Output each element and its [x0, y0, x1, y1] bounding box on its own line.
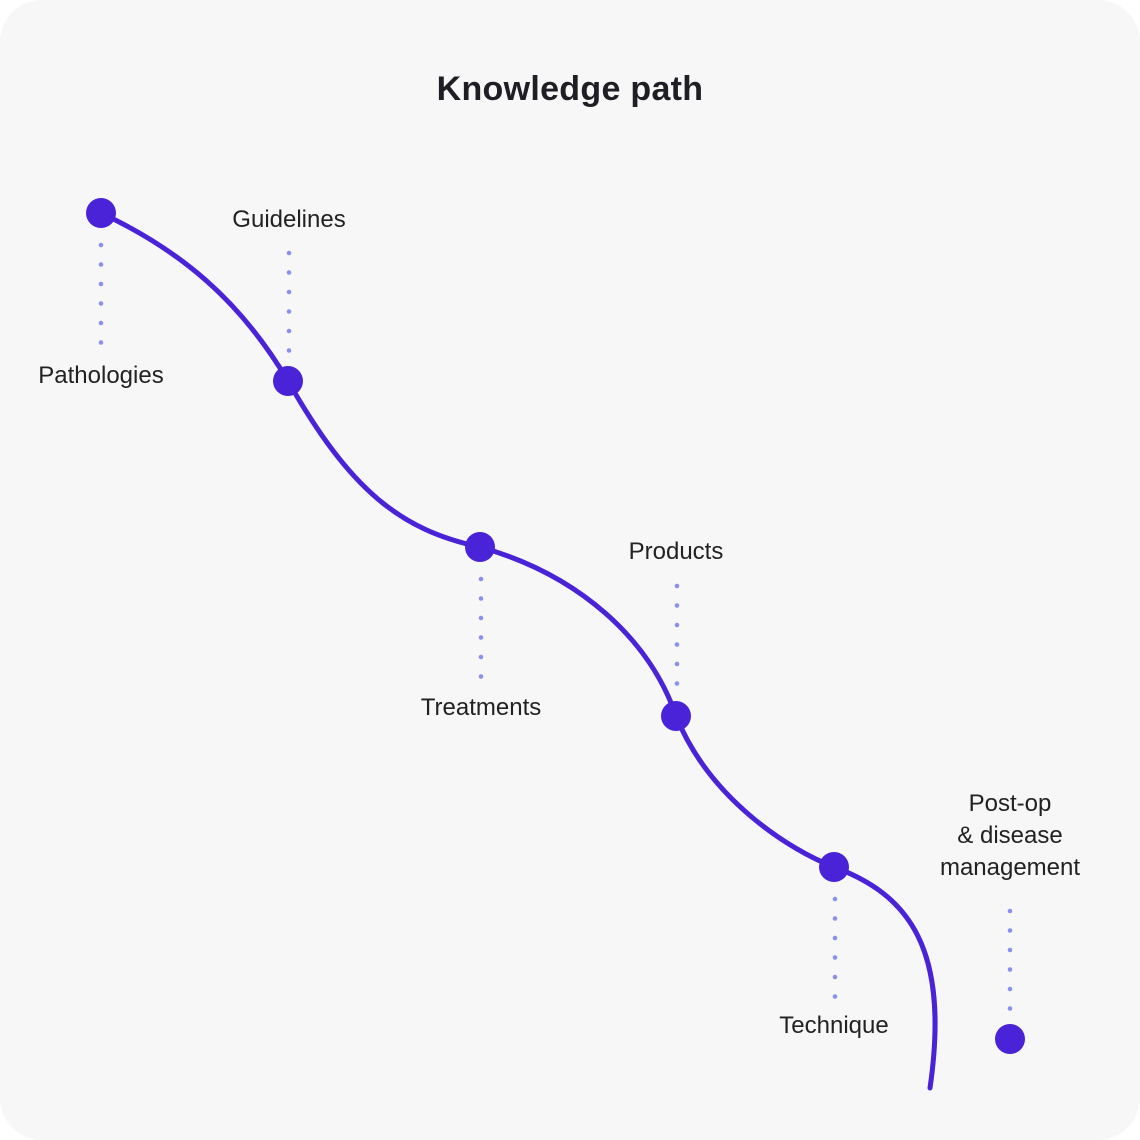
connector-dot: [286, 348, 292, 353]
connector-dot: [478, 596, 484, 601]
step-label-pathologies: Pathologies: [38, 362, 164, 389]
connector-dot: [1007, 908, 1013, 914]
connector-dot: [832, 935, 838, 941]
connector-dot: [98, 340, 104, 345]
connector-dot: [674, 642, 680, 647]
path-node: [86, 198, 116, 228]
label-line: Post-op: [968, 790, 1052, 817]
connector-dot: [832, 955, 838, 960]
connector-dot: [674, 603, 680, 608]
path-node: [465, 532, 495, 562]
connector-dot: [1007, 1006, 1013, 1011]
connector-dot: [478, 576, 484, 582]
connector-dot: [1007, 947, 1013, 953]
connector-dot: [832, 974, 838, 980]
connector-dot: [98, 301, 104, 306]
step-label-products: Products: [628, 538, 724, 565]
connector-dot: [1007, 986, 1013, 992]
connector-dot: [832, 916, 838, 921]
step-label-guidelines: Guidelines: [232, 206, 346, 233]
connector-dot: [674, 681, 680, 686]
label-line: & disease: [957, 822, 1063, 849]
step-label-technique: Technique: [779, 1012, 889, 1039]
connector-dot: [286, 289, 292, 295]
step-label-post-op: Post-op & disease management: [940, 788, 1080, 884]
connector-dot: [286, 309, 292, 314]
step-label-treatments: Treatments: [420, 694, 542, 721]
connector-dot: [478, 654, 484, 660]
connector-dot: [286, 270, 292, 275]
connector-dot: [98, 320, 104, 326]
diagram-title: Knowledge path: [436, 70, 704, 108]
path-node: [661, 701, 691, 731]
path-node: [819, 852, 849, 882]
connector-dot: [98, 262, 104, 267]
connector-dot: [478, 615, 484, 621]
connector-dot: [98, 242, 104, 248]
connector-dot: [674, 622, 680, 628]
label-line: management: [939, 854, 1081, 881]
path-node: [995, 1024, 1025, 1054]
connector-dot: [674, 583, 680, 589]
connector-dot: [478, 674, 484, 679]
connector-dot: [1007, 967, 1013, 972]
connector-dot: [98, 281, 104, 287]
connector-dot: [286, 328, 292, 334]
path-node: [273, 366, 303, 396]
connector-dot: [286, 250, 292, 256]
connector-dot: [832, 896, 838, 902]
connector-dot: [832, 994, 838, 999]
connector-dot: [478, 635, 484, 640]
path-curve: [98, 210, 938, 1091]
connector-dot: [674, 661, 680, 667]
connector-dot: [1007, 928, 1013, 933]
